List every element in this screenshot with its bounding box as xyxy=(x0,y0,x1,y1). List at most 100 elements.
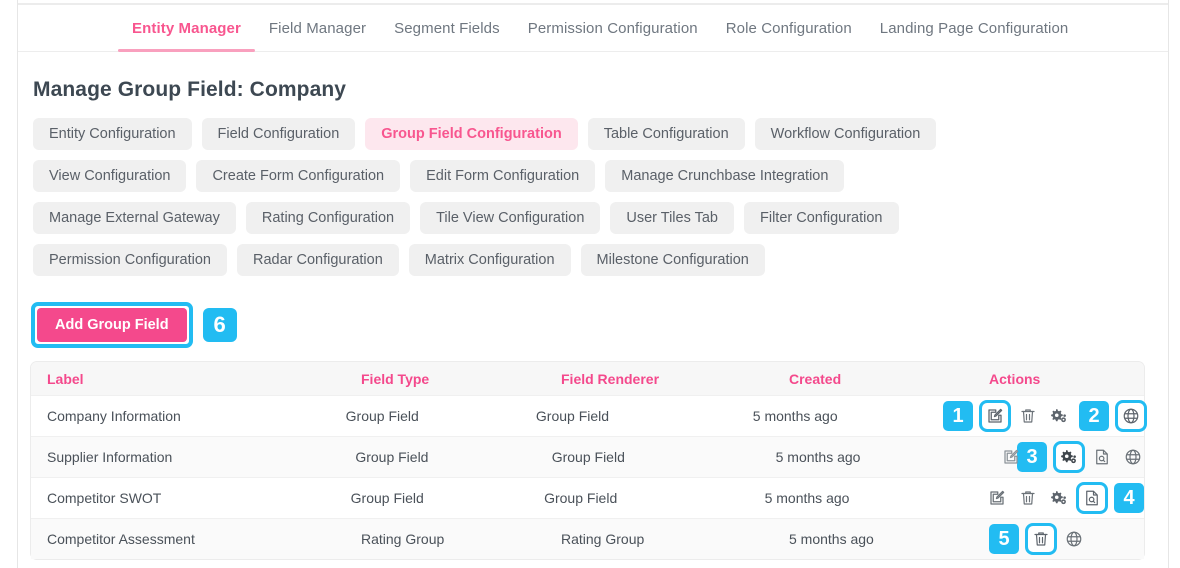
gears-icon[interactable] xyxy=(1048,487,1070,509)
chip-table-configuration[interactable]: Table Configuration xyxy=(587,118,745,150)
column-header-label: Label xyxy=(47,370,84,387)
chip-filter-configuration[interactable]: Filter Configuration xyxy=(744,202,899,234)
chip-rating-configuration[interactable]: Rating Configuration xyxy=(245,202,411,234)
chip-milestone-configuration[interactable]: Milestone Configuration xyxy=(580,244,765,276)
frame-top-edge xyxy=(17,3,1168,5)
chip-view-configuration[interactable]: View Configuration xyxy=(33,160,187,192)
chip-manage-external-gateway[interactable]: Manage External Gateway xyxy=(33,202,236,234)
column-header-field-type: Field Type xyxy=(361,370,430,387)
row-action-icons: 3 xyxy=(972,437,1144,477)
cell-label: Competitor Assessment xyxy=(47,531,195,547)
globe-icon[interactable] xyxy=(1063,528,1085,550)
frame-left-edge xyxy=(17,0,18,568)
chip-label: Filter Configuration xyxy=(760,210,883,226)
top-navbar: Entity Manager Field Manager Segment Fie… xyxy=(18,6,1168,52)
chip-field-configuration[interactable]: Field Configuration xyxy=(201,118,356,150)
chip-label: User Tiles Tab xyxy=(626,210,718,226)
edit-icon[interactable] xyxy=(979,400,1011,432)
cell-field-type: Group Field xyxy=(355,449,429,465)
row-action-icons: 4 xyxy=(958,478,1145,518)
page-title: Manage Group Field: Company xyxy=(33,78,347,101)
nav-tab-role-configuration[interactable]: Role Configuration xyxy=(712,6,866,51)
annotation-badge-2: 2 xyxy=(1079,401,1109,431)
chip-label: Matrix Configuration xyxy=(424,252,555,268)
annotation-badge-5: 5 xyxy=(989,524,1019,554)
nav-tab-label: Field Manager xyxy=(268,20,367,37)
table-row: Supplier Information Group Field Group F… xyxy=(31,436,1144,477)
cell-field-type: Rating Group xyxy=(361,531,445,547)
cell-actions: 3 xyxy=(972,437,1144,477)
chip-manage-crunchbase-integration[interactable]: Manage Crunchbase Integration xyxy=(605,160,845,192)
table-row: Competitor Assessment Rating Group Ratin… xyxy=(31,518,1144,559)
chip-label: Create Form Configuration xyxy=(212,168,385,184)
nav-tab-permission-configuration[interactable]: Permission Configuration xyxy=(514,6,712,51)
edit-icon[interactable] xyxy=(986,487,1008,509)
add-group-field-toolbar: Add Group Field 6 xyxy=(31,302,237,348)
annotation-badge-6: 6 xyxy=(202,308,237,342)
chip-label: Manage External Gateway xyxy=(49,210,220,226)
annotation-badge-3: 3 xyxy=(1017,442,1047,472)
document-search-icon[interactable] xyxy=(1076,482,1109,514)
group-fields-table: Label Field Type Field Renderer Created … xyxy=(31,362,1147,559)
chip-group-field-configuration[interactable]: Group Field Configuration xyxy=(365,118,578,150)
chip-label: Edit Form Configuration xyxy=(426,168,580,184)
add-group-field-highlight: Add Group Field xyxy=(31,302,193,348)
chip-row-4: Permission Configuration Radar Configura… xyxy=(33,244,1143,276)
chip-permission-configuration[interactable]: Permission Configuration xyxy=(33,244,227,276)
nav-tab-landing-page-configuration[interactable]: Landing Page Configuration xyxy=(866,6,1083,51)
chip-row-1: Entity Configuration Field Configuration… xyxy=(33,118,1143,150)
globe-icon[interactable] xyxy=(1115,400,1147,432)
nav-tab-segment-fields[interactable]: Segment Fields xyxy=(380,6,514,51)
chip-label: Group Field Configuration xyxy=(381,126,562,142)
chip-label: Milestone Configuration xyxy=(596,252,749,268)
nav-tab-label: Permission Configuration xyxy=(527,20,698,37)
chip-entity-configuration[interactable]: Entity Configuration xyxy=(33,118,192,150)
cell-created: 5 months ago xyxy=(789,531,874,547)
nav-tab-label: Segment Fields xyxy=(394,20,500,37)
add-group-field-button[interactable]: Add Group Field xyxy=(37,308,187,342)
cell-field-type: Group Field xyxy=(345,408,419,424)
trash-icon[interactable] xyxy=(1025,523,1057,555)
annotation-badge-1: 1 xyxy=(943,401,973,431)
cell-actions: 5 xyxy=(989,519,1144,559)
trash-icon[interactable] xyxy=(1017,405,1039,427)
gears-icon[interactable] xyxy=(1053,441,1085,473)
chip-matrix-configuration[interactable]: Matrix Configuration xyxy=(408,244,571,276)
chip-label: Field Configuration xyxy=(217,126,340,142)
chip-label: View Configuration xyxy=(49,168,171,184)
nav-tab-label: Landing Page Configuration xyxy=(879,20,1069,37)
row-action-icons: 1 2 xyxy=(943,396,1147,436)
nav-tab-field-manager[interactable]: Field Manager xyxy=(255,6,380,51)
chip-row-3: Manage External Gateway Rating Configura… xyxy=(33,202,1143,234)
chip-user-tiles-tab[interactable]: User Tiles Tab xyxy=(610,202,734,234)
cell-field-renderer: Group Field xyxy=(544,490,618,506)
chip-label: Radar Configuration xyxy=(253,252,383,268)
nav-tab-entity-manager[interactable]: Entity Manager xyxy=(118,6,255,52)
chip-workflow-configuration[interactable]: Workflow Configuration xyxy=(754,118,937,150)
cell-created: 5 months ago xyxy=(764,490,850,506)
cell-field-type: Group Field xyxy=(350,490,424,506)
chip-label: Rating Configuration xyxy=(261,210,395,226)
nav-tab-label: Entity Manager xyxy=(132,20,241,37)
chip-radar-configuration[interactable]: Radar Configuration xyxy=(237,244,399,276)
cell-actions: 1 2 xyxy=(943,396,1147,436)
chip-label: Permission Configuration xyxy=(49,252,211,268)
cell-field-renderer: Rating Group xyxy=(561,531,645,547)
chip-tile-view-configuration[interactable]: Tile View Configuration xyxy=(420,202,601,234)
column-header-actions: Actions xyxy=(989,370,1041,387)
row-action-icons: 5 xyxy=(989,519,1144,559)
table-row: Company Information Group Field Group Fi… xyxy=(31,395,1147,436)
trash-icon[interactable] xyxy=(1017,487,1039,509)
document-search-icon[interactable] xyxy=(1091,446,1113,468)
nav-tab-label: Role Configuration xyxy=(725,20,852,37)
cell-field-renderer: Group Field xyxy=(535,408,610,424)
cell-label: Supplier Information xyxy=(47,449,173,465)
chip-create-form-configuration[interactable]: Create Form Configuration xyxy=(196,160,401,192)
frame-right-edge xyxy=(1168,0,1169,568)
gears-icon[interactable] xyxy=(1048,405,1070,427)
globe-icon[interactable] xyxy=(1122,446,1144,468)
edit-icon[interactable] xyxy=(1000,446,1022,468)
chip-label: Workflow Configuration xyxy=(770,126,921,142)
nav-tab-list: Entity Manager Field Manager Segment Fie… xyxy=(18,6,1168,52)
chip-edit-form-configuration[interactable]: Edit Form Configuration xyxy=(410,160,596,192)
